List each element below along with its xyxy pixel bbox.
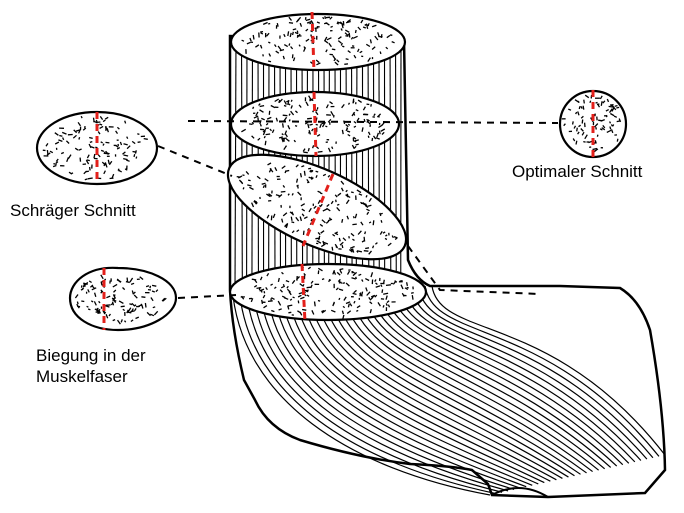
- label-optimal-cut: Optimaler Schnitt: [512, 161, 642, 182]
- label-oblique-cut: Schräger Schnitt: [10, 200, 136, 221]
- label-bend-line2: Muskelfaser: [36, 366, 146, 387]
- optimal-cross-section: [231, 92, 399, 156]
- sample-bend: [70, 268, 176, 330]
- label-bend-line1: Biegung in der: [36, 345, 146, 366]
- leader-bend: [178, 295, 236, 298]
- label-bend: Biegung in der Muskelfaser: [36, 345, 146, 387]
- sample-optimal: [560, 90, 626, 158]
- sample-oblique: [37, 112, 157, 184]
- leader-oblique: [158, 146, 232, 176]
- top-face: [231, 12, 405, 72]
